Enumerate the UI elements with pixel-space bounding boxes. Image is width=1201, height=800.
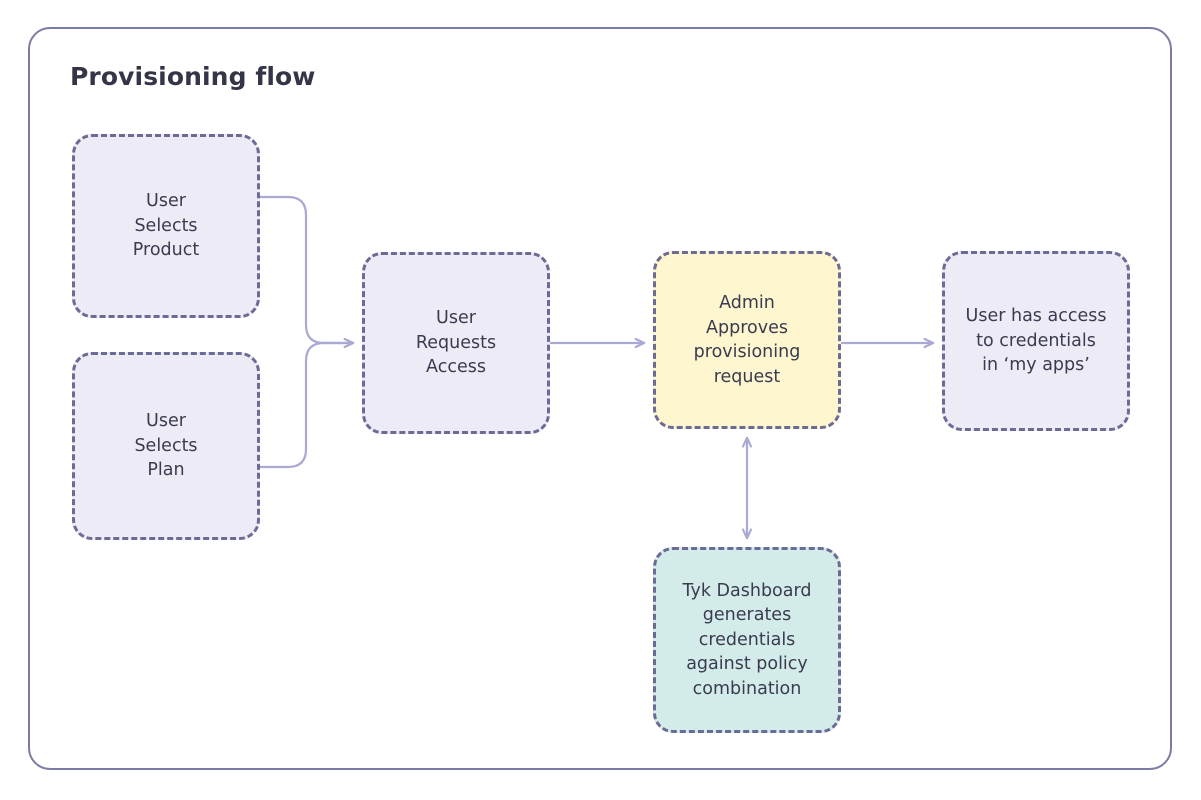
node-user-selects-product[interactable]: User Selects Product — [72, 134, 260, 318]
node-label: User Selects Plan — [134, 411, 198, 481]
node-label: Admin Approves provisioning request — [693, 293, 801, 387]
node-tyk-dashboard-generates[interactable]: Tyk Dashboard generates credentials agai… — [653, 547, 841, 733]
node-user-selects-plan[interactable]: User Selects Plan — [72, 352, 260, 540]
node-label: User Requests Access — [415, 308, 497, 378]
node-admin-approves[interactable]: Admin Approves provisioning request — [653, 251, 841, 429]
node-label: User has access to credentials in ‘my ap… — [965, 306, 1107, 376]
node-user-requests-access[interactable]: User Requests Access — [362, 252, 550, 434]
node-label: Tyk Dashboard generates credentials agai… — [682, 580, 812, 699]
node-user-has-access[interactable]: User has access to credentials in ‘my ap… — [942, 251, 1130, 431]
page-title: Provisioning flow — [70, 62, 316, 91]
node-label: User Selects Product — [132, 191, 200, 261]
